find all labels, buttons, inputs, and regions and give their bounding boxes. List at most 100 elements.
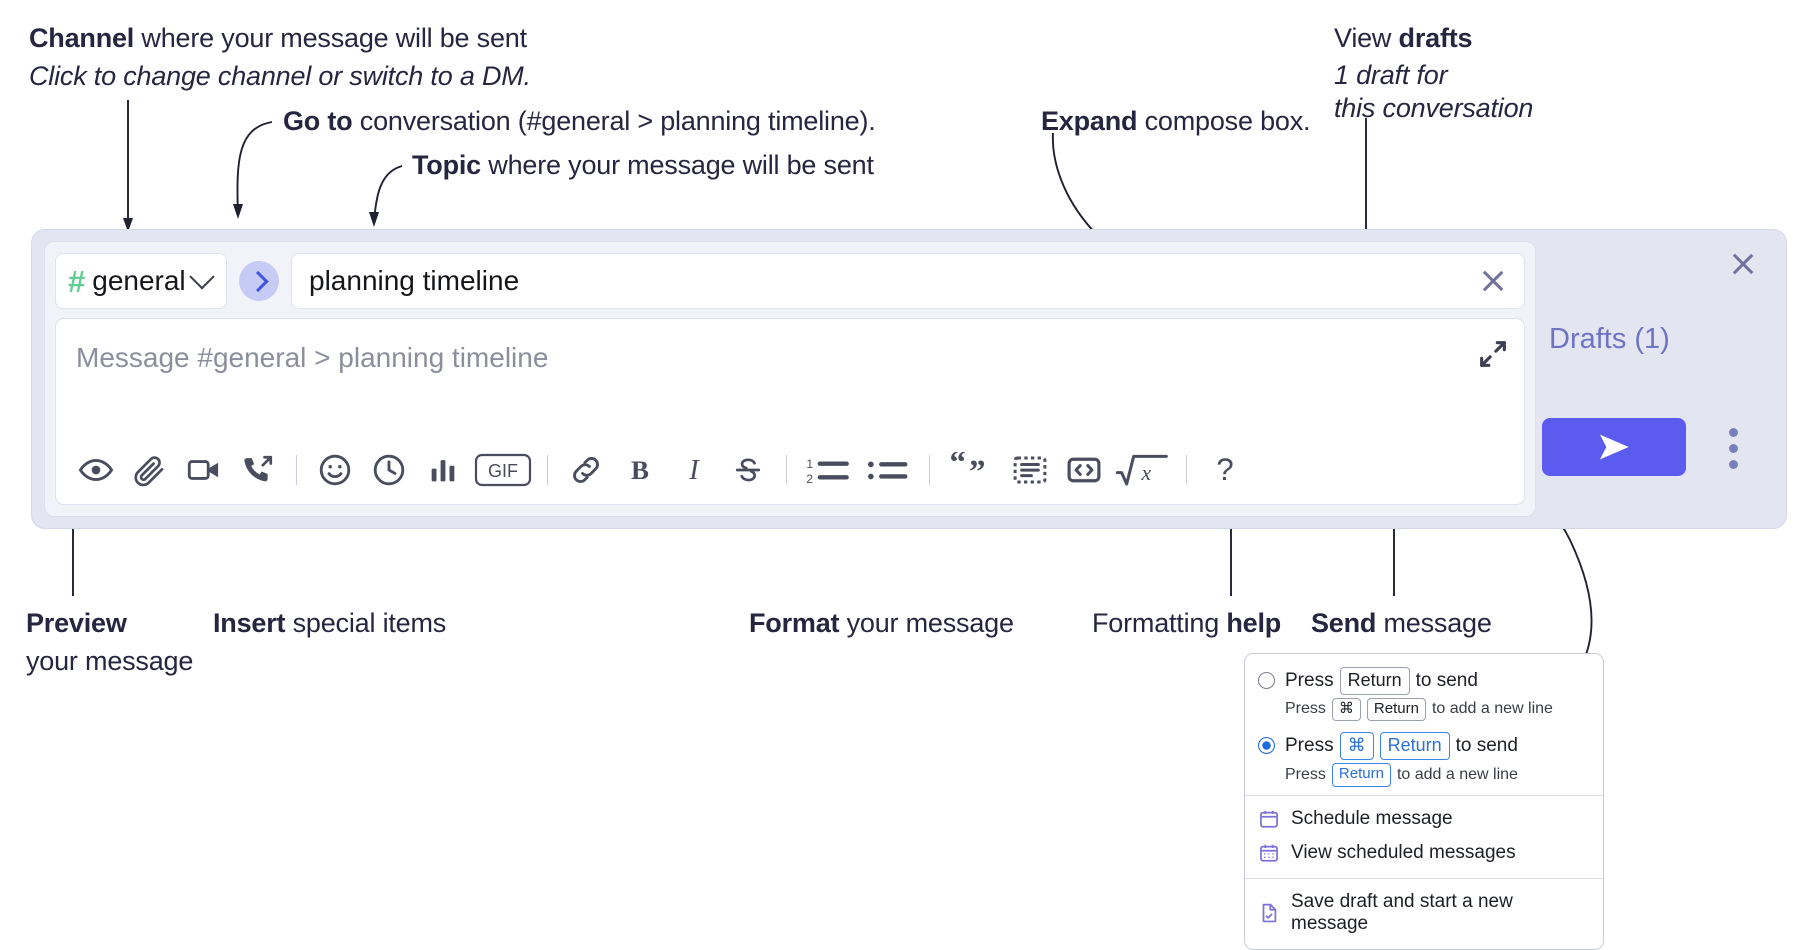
close-compose-panel-icon[interactable]: [1726, 249, 1760, 283]
help-label: ?: [1216, 453, 1233, 487]
option1-post: to send: [1415, 669, 1478, 691]
annotation-format: Format your message: [749, 608, 1014, 640]
toolbar-divider: [786, 455, 787, 485]
svg-text:x: x: [1141, 461, 1152, 485]
chevron-right-icon: [246, 270, 269, 292]
compose-options-menu-button[interactable]: [1718, 422, 1748, 474]
annotation-insert: Insert special items: [213, 608, 446, 640]
annotation-preview: Preview your message: [26, 608, 193, 678]
menu-divider: [1245, 794, 1603, 796]
chevron-down-icon: [188, 264, 215, 290]
radio-cmd-return-to-send[interactable]: [1258, 737, 1275, 755]
send-option-return[interactable]: Press Return to send: [1245, 663, 1603, 695]
annotation-format-rest: your message: [839, 608, 1014, 638]
compose-header-row: # general planning timeline: [55, 252, 1525, 310]
svg-text:”: ”: [969, 454, 986, 488]
topic-value: planning timeline: [309, 265, 520, 296]
math-icon[interactable]: x: [1111, 443, 1175, 497]
key-command: ⌘: [1339, 732, 1374, 760]
annotation-help: Formatting help: [1092, 608, 1281, 640]
option2-post: to send: [1455, 735, 1518, 756]
expand-compose-box-icon[interactable]: [1476, 337, 1510, 371]
menu-item-schedule-message[interactable]: Schedule message: [1245, 802, 1603, 836]
menu-item-save-draft[interactable]: Save draft and start a new message: [1245, 885, 1603, 941]
annotation-drafts: View drafts 1 draft for this conversatio…: [1334, 23, 1533, 125]
clear-topic-close-icon[interactable]: [1478, 266, 1508, 296]
drafts-link[interactable]: Drafts (1): [1549, 323, 1670, 355]
annotation-send-bold: Send: [1311, 608, 1377, 638]
option1-sub-post: to add a new line: [1431, 700, 1553, 718]
toolbar-divider: [296, 455, 297, 485]
go-to-conversation-button[interactable]: [239, 261, 279, 301]
option2-sub-pre: Press: [1285, 765, 1326, 783]
message-placeholder: Message #general > planning timeline: [76, 342, 549, 373]
toolbar-divider: [1186, 455, 1187, 485]
kebab-dot: [1728, 427, 1738, 437]
compose-inner-card: # general planning timeline Message #gen…: [44, 241, 1536, 517]
annotation-channel-rest: where your message will be sent: [134, 23, 527, 53]
key-command: ⌘: [1331, 697, 1361, 722]
annotation-preview-bold: Preview: [26, 608, 127, 638]
send-option-cmd-return[interactable]: Press ⌘ Return to send: [1245, 728, 1603, 760]
emoji-smiley-icon[interactable]: [308, 443, 362, 497]
phone-forward-icon[interactable]: [231, 443, 285, 497]
svg-text:1: 1: [806, 457, 813, 471]
menu-item-label: Save draft and start a new message: [1291, 890, 1513, 934]
inline-code-icon[interactable]: [1057, 443, 1111, 497]
annotation-drafts-italic-1: 1 draft for: [1334, 59, 1448, 90]
link-icon[interactable]: [559, 443, 613, 497]
ordered-list-icon[interactable]: 1 2: [798, 443, 860, 497]
clock-icon[interactable]: [362, 443, 416, 497]
blockquote-icon[interactable]: “ ”: [941, 443, 1003, 497]
calendar-schedule-icon: [1260, 810, 1278, 828]
send-option-return-sub: Press ⌘ Return to add a new line: [1285, 697, 1603, 722]
italic-icon[interactable]: I: [667, 443, 721, 497]
annotation-drafts-lead: View: [1334, 23, 1399, 53]
annotation-expand: Expand compose box.: [1041, 106, 1311, 138]
option2-sub-post: to add a new line: [1396, 765, 1518, 783]
annotation-drafts-italic-2: this conversation: [1334, 92, 1534, 123]
annotation-topic-bold: Topic: [412, 150, 481, 180]
bold-icon[interactable]: B: [613, 443, 667, 497]
annotation-format-bold: Format: [749, 608, 840, 638]
annotation-help-bold: help: [1226, 608, 1282, 638]
formatting-help-icon[interactable]: ?: [1198, 443, 1252, 497]
compose-right-rail: Drafts (1): [1536, 230, 1786, 528]
annotation-drafts-bold: drafts: [1398, 23, 1473, 53]
bulleted-list-icon[interactable]: [860, 443, 918, 497]
video-camera-icon[interactable]: [177, 443, 231, 497]
annotation-send: Send message: [1311, 608, 1492, 640]
italic-label: I: [688, 455, 700, 486]
annotation-insert-bold: Insert: [213, 608, 286, 638]
annotation-preview-rest: your message: [26, 645, 194, 676]
attachment-paperclip-icon[interactable]: [123, 443, 177, 497]
annotation-goto-rest: conversation (#general > planning timeli…: [352, 106, 876, 136]
preview-eye-icon[interactable]: [69, 443, 123, 497]
annotation-expand-rest: compose box.: [1137, 106, 1311, 136]
menu-item-view-scheduled-messages[interactable]: View scheduled messages: [1245, 836, 1603, 870]
gif-icon[interactable]: GIF: [470, 443, 536, 497]
channel-selector[interactable]: # general: [55, 253, 227, 309]
gif-label: GIF: [488, 461, 518, 481]
annotation-help-lead: Formatting: [1092, 608, 1227, 638]
radio-return-to-send[interactable]: [1258, 672, 1275, 689]
option1-pre: Press: [1285, 669, 1334, 691]
toolbar-divider: [547, 455, 548, 485]
annotation-channel-bold: Channel: [29, 23, 135, 53]
calendar-grid-icon: [1260, 844, 1278, 862]
menu-divider: [1245, 877, 1603, 879]
annotation-expand-bold: Expand: [1041, 106, 1138, 136]
save-draft-icon: [1262, 903, 1277, 922]
send-button[interactable]: [1542, 418, 1686, 476]
annotation-goto: Go to conversation (#general > planning …: [283, 106, 876, 138]
message-input-box[interactable]: Message #general > planning timeline: [55, 318, 1525, 505]
key-return: Return: [1331, 762, 1391, 787]
topic-field[interactable]: planning timeline: [291, 253, 1525, 309]
code-block-icon[interactable]: [1003, 443, 1057, 497]
annotation-goto-bold: Go to: [283, 106, 353, 136]
bar-chart-icon[interactable]: [416, 443, 470, 497]
channel-name-label: general: [92, 265, 186, 296]
strikethrough-icon[interactable]: [721, 443, 775, 497]
send-option-cmd-return-sub: Press Return to add a new line: [1285, 762, 1603, 787]
bold-label: B: [631, 455, 649, 485]
